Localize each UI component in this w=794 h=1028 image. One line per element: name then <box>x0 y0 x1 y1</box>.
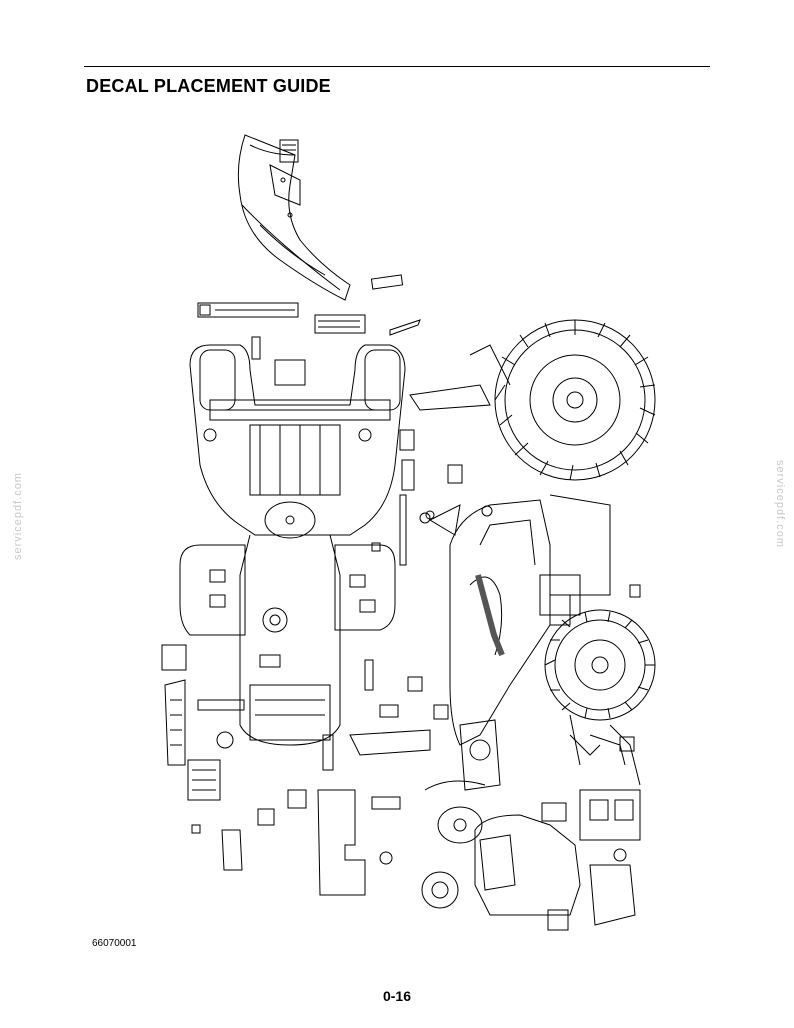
tractor-side-view <box>409 319 656 786</box>
decal-placement-drawing <box>161 134 656 931</box>
watermark-right: servicepdf.com <box>774 460 786 548</box>
small-label-decal <box>370 274 404 290</box>
lower-right-assemblies <box>421 719 641 931</box>
center-decals <box>371 429 641 598</box>
left-column-decals <box>161 644 275 871</box>
figure-id: 66070001 <box>92 938 137 949</box>
seat-side-decal <box>251 336 261 360</box>
warning-decal-small <box>314 314 421 336</box>
fender-illustration <box>237 134 351 301</box>
page-title: DECAL PLACEMENT GUIDE <box>86 76 331 96</box>
vehicle-top-view <box>179 344 406 746</box>
brand-logo-decal <box>475 574 505 657</box>
danger-strip-decal <box>197 302 299 318</box>
fender-warning-decal <box>279 139 299 163</box>
header-rule <box>84 66 710 67</box>
watermark-left: servicepdf.com <box>12 472 24 560</box>
page-number: 0-16 <box>382 988 412 1004</box>
lower-middle-decals <box>287 659 449 896</box>
